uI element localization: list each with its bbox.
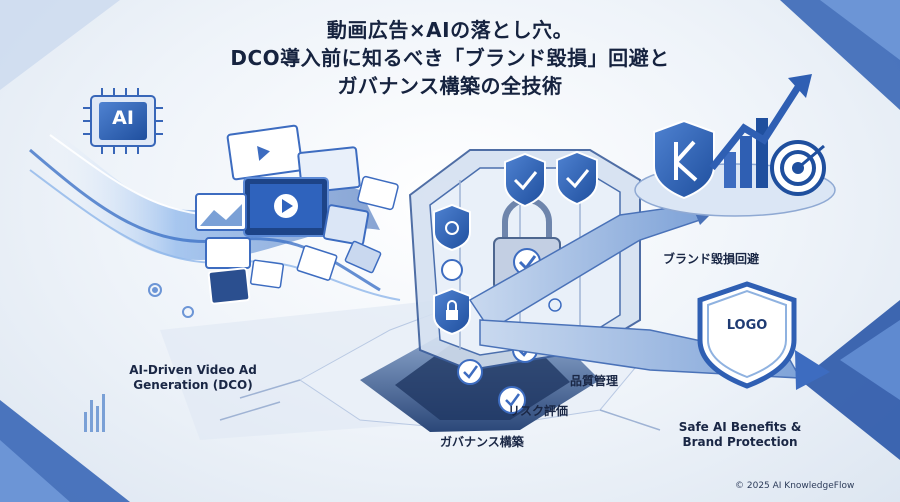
copyright-text: © 2025 AI KnowledgeFlow [735,481,855,491]
label-dco-line-1: AI-Driven Video Ad [129,363,257,377]
check-shield-icon [433,150,598,336]
logo-label: LOGO [726,318,768,333]
label-dco-line-2: Generation (DCO) [133,378,253,392]
title-line-1: 動画広告×AIの落とし穴。 [326,18,574,42]
label-governance: ガバナンス構築 [440,435,524,449]
growth-arrow-icon [709,74,812,188]
label-safe-ai: Safe AI Benefits & Brand Protection [665,420,815,450]
ai-chip-icon [83,88,163,154]
label-risk: リスク評価 [508,404,569,418]
video-cards [195,124,399,305]
gear-icon [148,283,194,318]
ai-chip-label: AI [112,107,134,129]
target-icon [770,140,826,196]
logo-shield-icon [697,281,797,389]
label-brand-avoid: ブランド毀損回避 [663,252,760,266]
title-line-3: ガバナンス構築の全技術 [337,74,563,98]
decor-bar-chart-icon [84,394,105,432]
label-safe-line-2: Brand Protection [682,435,798,449]
label-dco: AI-Driven Video Ad Generation (DCO) [123,363,263,393]
title-line-2: DCO導入前に知るべき「ブランド毀損」回避と [230,46,670,70]
k-shield-icon [653,119,715,200]
label-quality: 品質管理 [570,374,619,388]
label-safe-line-1: Safe AI Benefits & [678,420,802,434]
goal-platform [634,74,836,217]
